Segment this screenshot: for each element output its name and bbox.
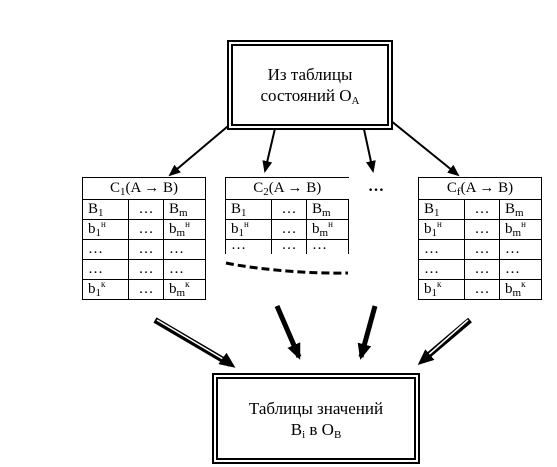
table-c1-header: C1(A → B) bbox=[82, 177, 206, 200]
table-c1: C1(A → B) B1 … Bm b1н … bmн ……… ……… b1к … bbox=[82, 177, 206, 300]
table-row: B1 … Bm bbox=[225, 199, 349, 220]
arrow-ellipsis-to-target bbox=[357, 305, 378, 360]
target-value-tables-box: Таблицы значений Bi в OB bbox=[212, 373, 420, 464]
table-row: b1н … bmн bbox=[82, 219, 206, 240]
table-row: B1 … Bm bbox=[418, 199, 542, 220]
table-row: ……… bbox=[418, 259, 542, 280]
table-c2: C2(A → B) B1 … Bm b1н … bmн … … … bbox=[225, 177, 349, 254]
arrow-source-to-cf bbox=[384, 115, 460, 177]
source-box-line2: состояний OA bbox=[260, 86, 360, 107]
table-row: ……… bbox=[82, 239, 206, 260]
table2-torn-edge bbox=[225, 261, 349, 275]
table-row: B1 … Bm bbox=[82, 199, 206, 220]
table-cf-header: Cf(A → B) bbox=[418, 177, 542, 200]
table-row: b1н … bmн bbox=[418, 219, 542, 240]
arrow-c1-to-target bbox=[153, 317, 236, 368]
more-tables-ellipsis: … bbox=[368, 178, 384, 195]
target-box-line1: Таблицы значений bbox=[248, 398, 384, 418]
source-state-table-box: Из таблицы состояний OA bbox=[227, 40, 393, 130]
arrow-cf-to-target bbox=[417, 317, 472, 365]
table-row: … … … bbox=[225, 238, 349, 254]
table-row: b1н … bmн bbox=[225, 219, 349, 240]
table-cf: Cf(A → B) B1 … Bm b1н … bmн ……… ……… b1к … bbox=[418, 177, 542, 300]
table-c2-header: C2(A → B) bbox=[225, 177, 349, 200]
table-row: b1к … bmк bbox=[82, 279, 206, 300]
table-row: ……… bbox=[82, 259, 206, 280]
table-row: ……… bbox=[418, 239, 542, 260]
target-box-line2: Bi в OB bbox=[290, 419, 342, 441]
table-row: b1к … bmк bbox=[418, 279, 542, 300]
source-box-line1: Из таблицы bbox=[267, 65, 353, 84]
arrow-c2-to-target bbox=[274, 305, 302, 360]
